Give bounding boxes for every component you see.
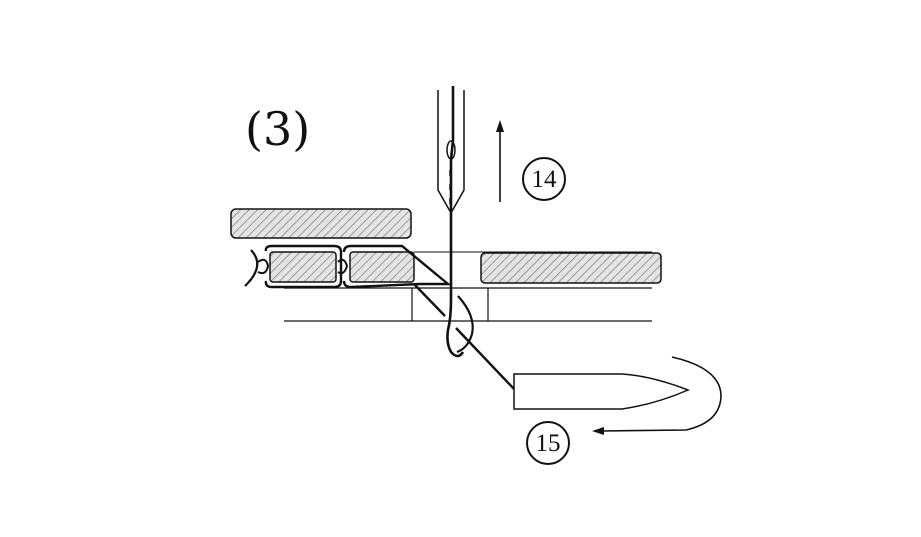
hook-rotation-arrowhead [592,427,604,435]
step-label: (3) [245,102,311,156]
stitch-loop-1 [264,244,343,289]
upper-fabric-left [230,208,412,239]
hook-rotation-arrow [599,356,722,432]
needle-motion-label: 14 [522,157,566,201]
knot-2 [337,258,349,275]
right-fabric [480,252,662,284]
needle-up-arrowhead [496,120,504,132]
needle-thread [446,86,465,358]
hook [513,373,690,410]
diagonal-thread [413,283,515,390]
hook-motion-label: 15 [526,421,570,465]
thread-loop-behind-needle [456,295,474,354]
lower-fabric-block-2 [349,251,415,283]
left-thread-curl [244,249,259,287]
lower-fabric-block-1 [269,251,337,283]
stitch-loop-2 [342,244,452,289]
knot-1 [257,258,270,275]
